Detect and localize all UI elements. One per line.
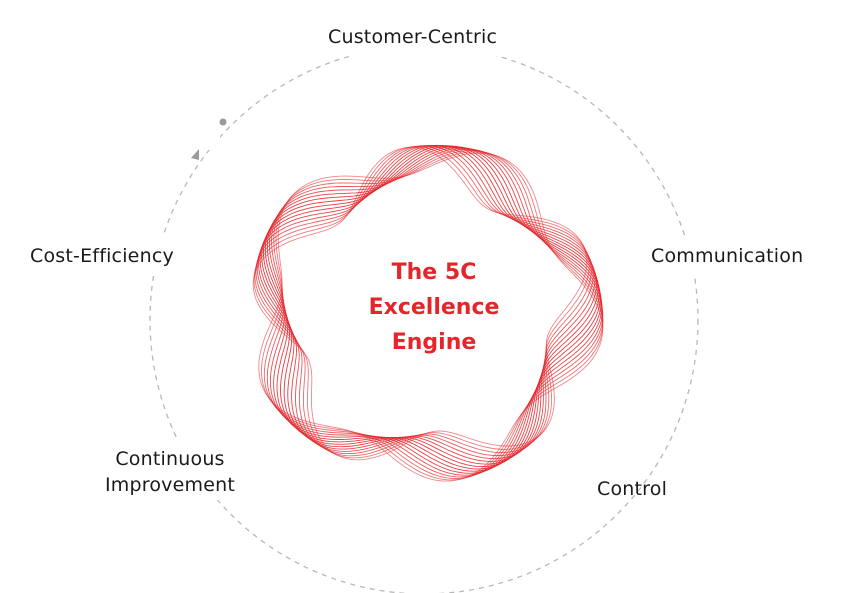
ring-gap-control (588, 470, 618, 510)
ring-gap-arrow (196, 118, 220, 150)
wave-line (263, 150, 604, 479)
node-continuous-improvement: Continuous Improvement (100, 446, 240, 498)
wave-line (266, 147, 603, 474)
node-control: Control (597, 478, 668, 500)
wave-line (252, 146, 588, 461)
wave-line (268, 147, 603, 476)
ring-gap-communication (641, 240, 701, 276)
center-title: The 5C Excellence Engine (334, 255, 534, 360)
ring-gap-continuous (138, 440, 248, 500)
node-continuous-line1: Continuous (115, 448, 225, 470)
node-communication: Communication (651, 245, 804, 267)
center-title-line2: Excellence (368, 295, 500, 320)
wave-line (260, 151, 604, 481)
wave-ring (252, 144, 604, 482)
ring-gap-customer (318, 36, 528, 56)
node-cost-efficiency: Cost-Efficiency (30, 245, 174, 267)
ring-start-dot (219, 118, 227, 126)
wave-line (258, 152, 604, 482)
node-continuous-line2: Improvement (104, 474, 235, 496)
wave-line (266, 148, 604, 478)
ring-gap-cost (140, 236, 198, 276)
center-title-line1: The 5C (391, 260, 477, 285)
wave-line (254, 145, 592, 457)
center-title-line3: Engine (391, 330, 477, 355)
node-customer-centric: Customer-Centric (328, 26, 498, 48)
ring-arrowhead-icon (191, 149, 199, 160)
